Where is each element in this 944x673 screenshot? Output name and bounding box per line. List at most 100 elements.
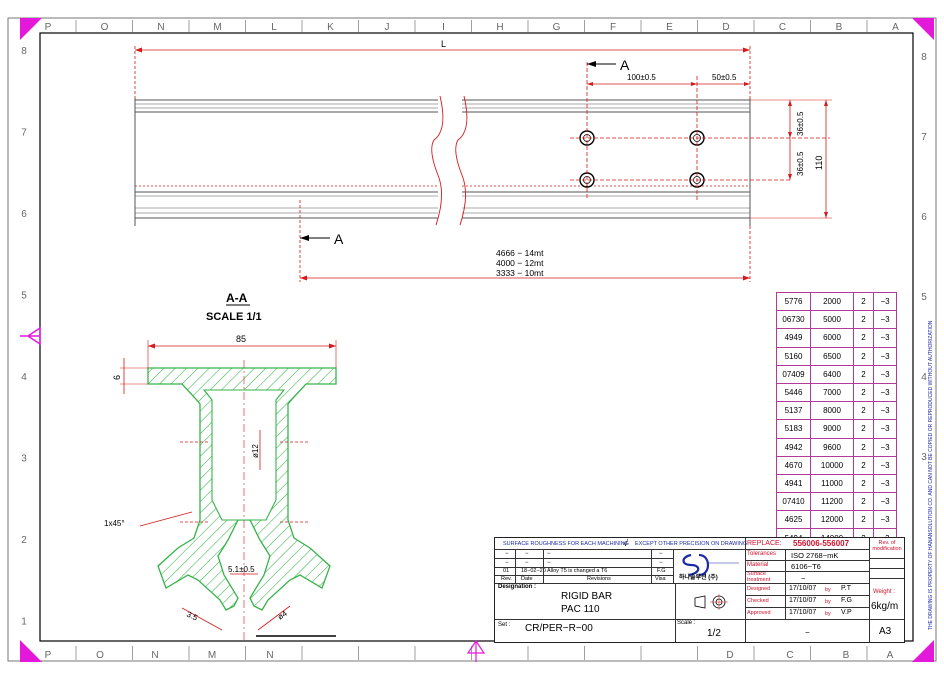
table-cell: −3 [873,473,897,494]
dim-110-label: 110 [814,156,824,170]
border-letter-top: J [385,22,390,33]
table-cell: −3 [873,455,897,475]
rev-blank-1: − [505,551,509,557]
table-cell: 2 [853,382,874,403]
col-rev-header: Rev. [501,576,512,582]
border-letter-bottom: O [96,650,104,661]
surface-treatment-value: − [801,574,806,583]
border-letter-bottom: N [151,650,158,661]
dim-phi4-label: ø4 [276,609,289,622]
border-letter-top: C [779,22,786,33]
dim-36-lower-label: 36±0.5 [796,151,805,176]
table-cell: 5776 [776,291,811,312]
set-value: CR/PER−R−00 [525,623,593,634]
border-letter-top: K [327,22,334,33]
table-cell: 12000 [810,510,854,530]
table-cell: −3 [873,310,897,330]
table-cell: 5000 [810,310,854,330]
col-revisions-header: Revisions [587,576,611,582]
table-cell: 5183 [776,419,811,439]
table-cell: 10000 [810,455,854,475]
border-letter-bottom: A [887,650,894,661]
border-letter-top: A [892,22,899,33]
table-cell: 2 [853,473,874,494]
visa-blank-1: − [659,551,663,557]
set-label: Set : [498,622,511,628]
top-ruler [75,20,868,32]
tolerances-value: ISO 2768−mK [791,551,839,560]
border-letter-bottom: B [843,650,850,661]
corner-marker-bottom-left [20,640,42,662]
rev-visa: F.G [657,568,666,574]
rev-blank-2: − [505,560,509,566]
border-letter-bottom: N [266,650,273,661]
designed-label: Designed [747,586,771,592]
dim-50-label: 50±0.5 [712,73,737,82]
table-cell: −3 [873,492,897,512]
table-cell: −3 [873,346,897,366]
format-value: A3 [879,626,892,637]
table-cell: 2 [853,310,874,330]
border-number-right: 5 [921,292,927,303]
replace-value: 556006-556007 [793,539,850,548]
table-cell: −3 [873,401,897,421]
top-view: L 100±0.5 50±0.5 36±0.5 36±0.5 110 [134,39,832,282]
bottom-ruler [75,646,868,660]
table-cell: 2 [853,419,874,439]
length-l-label: L [441,39,446,49]
tolerances-label: Tolerances [747,551,777,557]
rev-of-modification: Rev. of modification [872,540,902,552]
table-cell: 4670 [776,455,811,475]
table-cell: 4942 [776,437,811,457]
visa-blank-2: − [659,560,663,566]
table-cell: 2 [853,291,874,312]
table-cell: −3 [873,419,897,439]
border-letter-top: N [157,22,164,33]
border-number-left: 8 [21,46,27,57]
table-cell: −3 [873,291,897,312]
col-visa-header: Visa [655,576,666,582]
company-name: 하나솔루션 (주) [679,575,718,581]
border-number-left: 6 [21,209,27,220]
section-scale: SCALE 1/1 [206,311,262,323]
surface-note: SURFACE ROUGHNESS FOR EACH MACHINING [503,541,629,547]
table-cell: 9600 [810,437,854,457]
weight-label: Weight : [873,589,895,595]
table-cell: 07410 [776,492,811,512]
approved-date: 17/10/07 [789,609,817,616]
border-letter-top: O [101,22,109,33]
table-cell: 11000 [810,473,854,494]
designation-line-1: RIGID BAR [561,591,613,602]
table-cell: 5160 [776,346,811,366]
border-number-right: 4 [921,372,927,383]
outer-frame [7,17,937,662]
border-letter-top: M [213,22,221,33]
weight-value: 6kg/m [871,601,899,612]
sheet-value: − [805,628,810,637]
rev-text-blank-1: − [547,551,551,557]
corner-marker-top-right [912,18,934,40]
except-note: EXCEPT OTHER PRECISION ON DRAWING [635,541,748,547]
border-number-left: 5 [21,291,27,302]
scale-label: Scale : [677,620,696,626]
rev-text-blank-2: − [547,560,551,566]
table-cell: 6400 [810,364,854,384]
table-cell: 7000 [810,382,854,403]
chamfer-label: 1x45° [104,519,125,528]
section-view: A-A SCALE 1/1 85 [104,291,337,640]
dim-hole-label: ø12 [251,444,260,458]
table-cell: 4941 [776,473,811,494]
checked-label: Checked [747,598,769,604]
table-cell: 11200 [810,492,854,512]
length-option-1: 4666 − 14mt [496,248,544,258]
section-title: A-A [226,291,248,305]
checked-date: 17/10/07 [789,597,817,604]
